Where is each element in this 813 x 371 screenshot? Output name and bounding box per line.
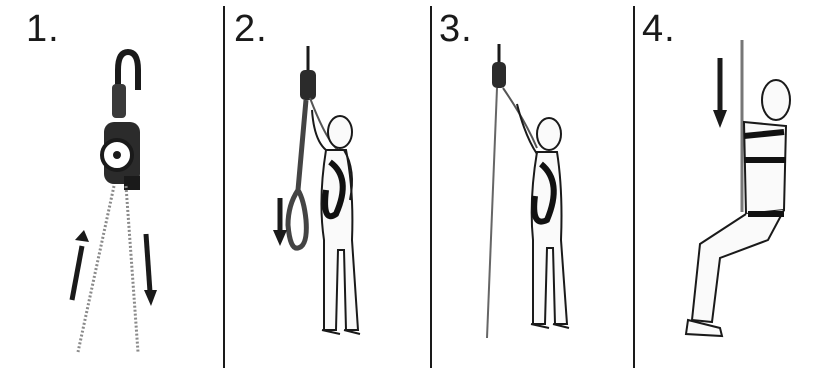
rope-long <box>487 88 497 338</box>
arrow-down-icon <box>146 234 150 292</box>
step-4-panel: 4. <box>636 0 813 371</box>
step-2-panel: 2. <box>226 0 430 371</box>
descender-device-illustration <box>0 0 222 371</box>
seated-descent-illustration <box>636 0 813 371</box>
device-body <box>492 62 506 88</box>
rope-tension-illustration <box>433 0 633 371</box>
person-figure <box>517 104 569 328</box>
rope-right <box>126 186 138 352</box>
rope-coil <box>288 100 306 248</box>
pull-rope-illustration <box>226 0 430 371</box>
rope-left <box>78 186 114 352</box>
step-1-panel: 1. <box>0 0 222 371</box>
device-body <box>300 70 316 100</box>
person-figure <box>686 80 790 336</box>
panel-divider <box>223 6 225 368</box>
panel-divider <box>430 6 432 368</box>
panel-divider <box>633 6 635 368</box>
arrow-up-icon <box>72 246 82 300</box>
step-3-panel: 3. <box>433 0 633 371</box>
person-figure <box>312 110 360 334</box>
